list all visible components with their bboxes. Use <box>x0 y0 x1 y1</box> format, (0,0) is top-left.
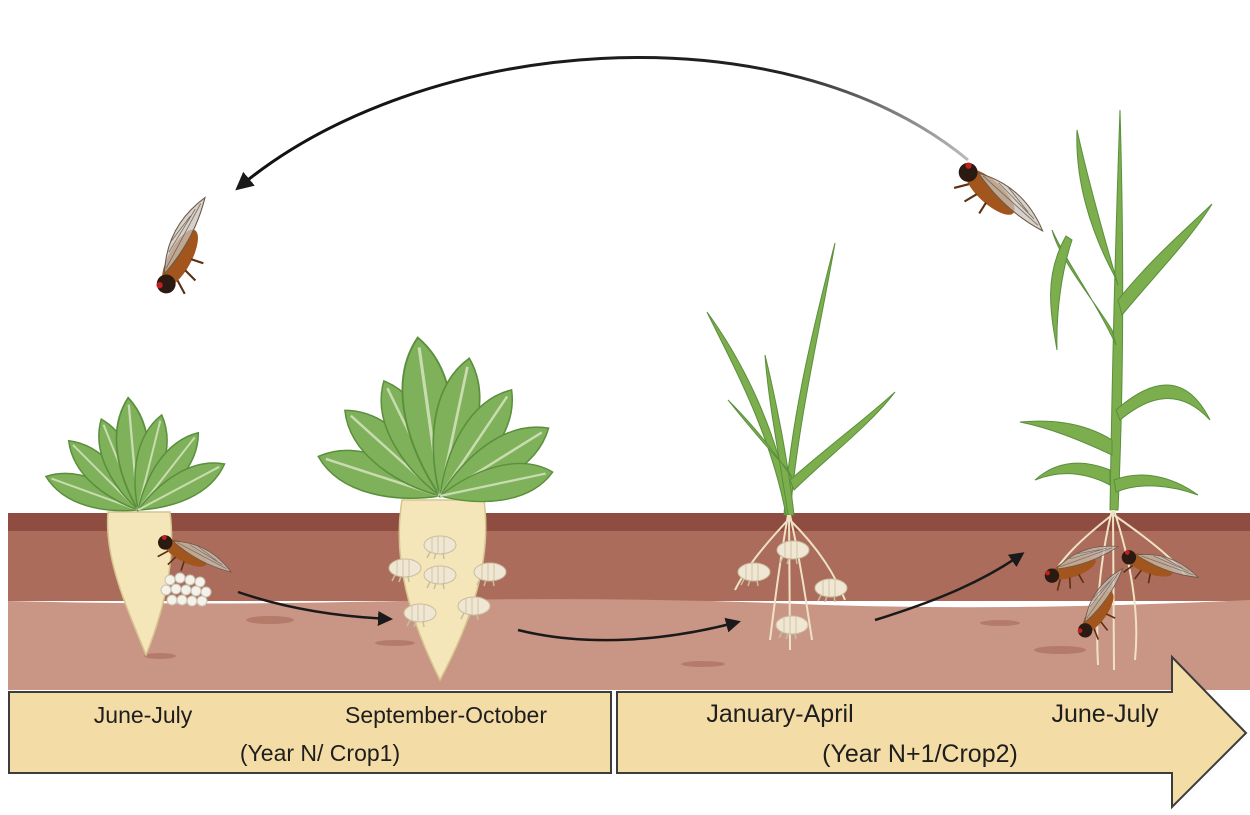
return-arrow-arc <box>238 57 968 188</box>
crop2-stage1-label: January-April <box>655 700 905 729</box>
crop1-stage1-label: June-July <box>68 702 218 729</box>
adult-insect-icon <box>945 154 1050 254</box>
crop2-year-label: (Year N+1/Crop2) <box>760 740 1080 769</box>
crop1-year-label: (Year N/ Crop1) <box>170 740 470 767</box>
cereal-plant-icon <box>707 243 895 515</box>
crop2-stage2-label: June-July <box>1020 700 1190 729</box>
adult-insect-icon <box>147 193 232 304</box>
cereal-plant-icon <box>1020 110 1212 510</box>
crop1-stage2-label: September-October <box>296 702 596 729</box>
egg-cluster-icon <box>161 573 211 606</box>
